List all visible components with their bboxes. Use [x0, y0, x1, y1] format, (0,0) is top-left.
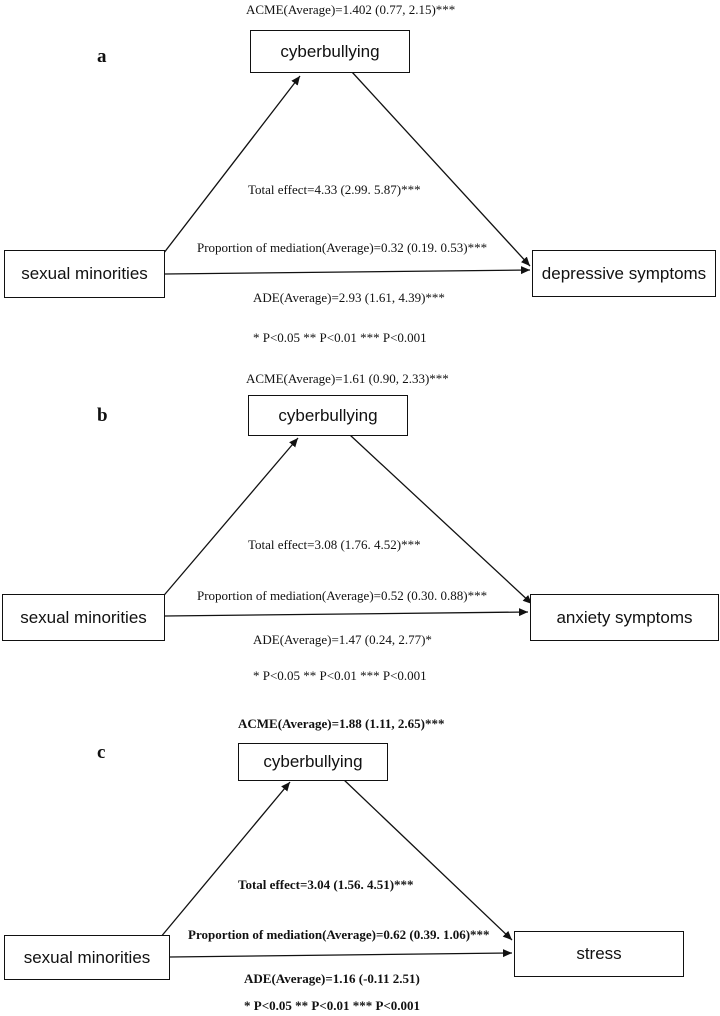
- panel-label-b: b: [97, 405, 108, 426]
- mediator-box-b: cyberbullying: [248, 395, 408, 436]
- arrow-c-mediator-to-outcome: [341, 777, 513, 941]
- total-effect-label-c: Total effect=3.04 (1.56. 4.51)***: [238, 877, 414, 892]
- predictor-box-b: sexual minorities: [2, 594, 165, 641]
- arrow-b-mediator-to-outcome: [349, 434, 533, 605]
- outcome-box-c: stress: [514, 931, 684, 977]
- arrow-a-mediator-to-outcome: [351, 71, 531, 267]
- panel-label-a: a: [97, 46, 107, 67]
- mediator-box-a: cyberbullying: [250, 30, 410, 73]
- arrow-b-predictor-to-outcome: [164, 608, 529, 617]
- acme-label-a: ACME(Average)=1.402 (0.77, 2.15)***: [246, 2, 456, 17]
- outcome-box-b: anxiety symptoms: [530, 594, 719, 641]
- total-effect-label-b: Total effect=3.08 (1.76. 4.52)***: [248, 537, 421, 552]
- predictor-box-c: sexual minorities: [4, 935, 170, 980]
- predictor-box-a: sexual minorities: [4, 250, 165, 298]
- total-effect-label-a: Total effect=4.33 (2.99. 5.87)***: [248, 182, 421, 197]
- outcome-box-a: depressive symptoms: [532, 250, 716, 297]
- significance-legend-a: * P<0.05 ** P<0.01 *** P<0.001: [253, 330, 427, 345]
- panel-label-c: c: [97, 742, 106, 763]
- acme-label-c: ACME(Average)=1.88 (1.11, 2.65)***: [238, 716, 445, 731]
- ade-label-b: ADE(Average)=1.47 (0.24, 2.77)*: [253, 632, 432, 647]
- acme-label-b: ACME(Average)=1.61 (0.90, 2.33)***: [246, 371, 449, 386]
- ade-label-a: ADE(Average)=2.93 (1.61, 4.39)***: [253, 290, 445, 305]
- arrow-b-predictor-to-mediator: [159, 437, 299, 601]
- proportion-label-c: Proportion of mediation(Average)=0.62 (0…: [188, 927, 490, 942]
- significance-legend-b: * P<0.05 ** P<0.01 *** P<0.001: [253, 668, 427, 683]
- proportion-label-a: Proportion of mediation(Average)=0.32 (0…: [197, 240, 488, 255]
- proportion-label-b: Proportion of mediation(Average)=0.52 (0…: [197, 588, 488, 603]
- arrow-c-predictor-to-mediator: [159, 781, 291, 939]
- arrow-a-predictor-to-mediator: [159, 75, 301, 259]
- mediator-box-c: cyberbullying: [238, 743, 388, 781]
- arrow-c-predictor-to-outcome: [169, 949, 513, 958]
- significance-legend-c: * P<0.05 ** P<0.01 *** P<0.001: [244, 998, 421, 1013]
- arrow-a-predictor-to-outcome: [164, 266, 531, 275]
- ade-label-c: ADE(Average)=1.16 (-0.11 2.51): [244, 971, 420, 986]
